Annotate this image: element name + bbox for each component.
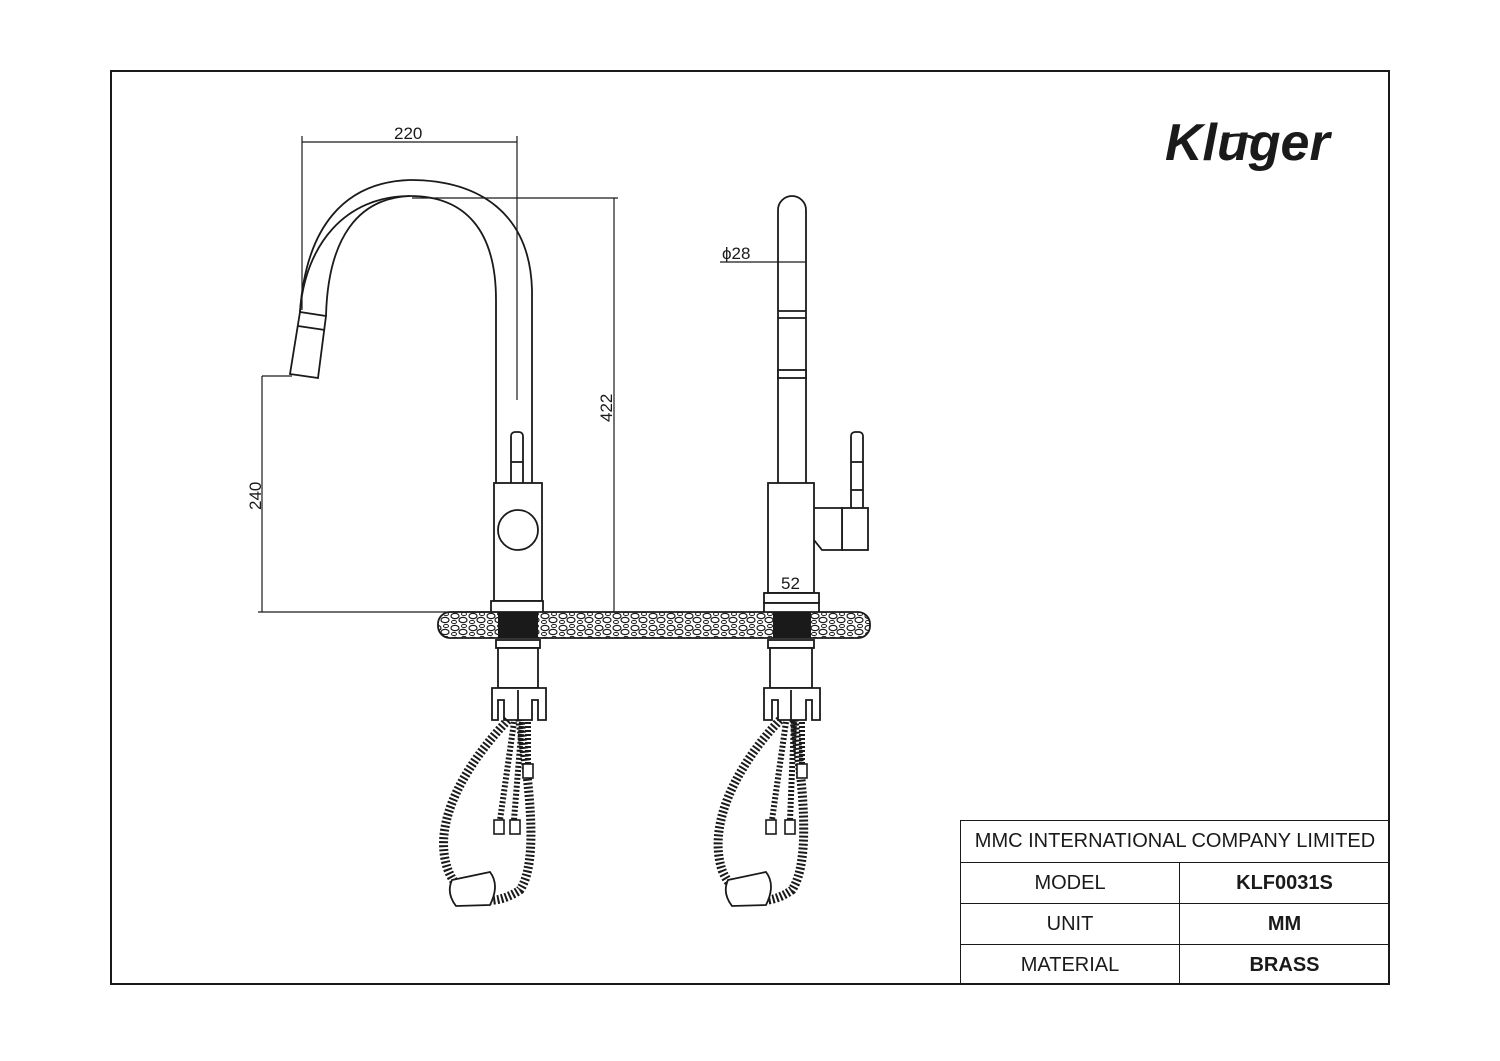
brand-logo: Kluger — [1165, 114, 1332, 172]
material-label: MATERIAL — [961, 945, 1180, 985]
dimension-diameter-28: ϕ28 — [722, 244, 750, 263]
dimension-height-240: 240 — [246, 482, 265, 510]
underside-fittings-left — [491, 639, 547, 721]
title-block-row-unit: UNIT MM — [961, 904, 1389, 945]
hoses-left — [439, 716, 536, 907]
hoses-right — [713, 716, 809, 907]
faucet-side-view — [288, 179, 544, 614]
countertop — [437, 611, 871, 639]
title-block-company-row: MMC INTERNATIONAL COMPANY LIMITED — [961, 821, 1389, 863]
unit-value: MM — [1267, 912, 1302, 935]
unit-label: UNIT — [961, 904, 1180, 944]
model-label: MODEL — [961, 863, 1180, 903]
dimension-base-52: 52 — [781, 574, 800, 593]
logo-swoosh — [1221, 133, 1255, 140]
underside-fittings-right — [763, 639, 821, 721]
faucet-front-view — [763, 195, 869, 614]
material-value: BRASS — [1249, 953, 1320, 976]
dimension-height-422: 422 — [597, 394, 616, 422]
mount-shank-right — [773, 612, 811, 638]
title-block-row-material: MATERIAL BRASS — [961, 945, 1389, 985]
mount-shank-left — [498, 612, 538, 638]
model-value: KLF0031S — [1236, 871, 1333, 894]
company-name: MMC INTERNATIONAL COMPANY LIMITED — [974, 830, 1376, 852]
sheet-border — [110, 70, 1390, 985]
title-block: MMC INTERNATIONAL COMPANY LIMITED MODEL … — [960, 820, 1389, 985]
title-block-row-model: MODEL KLF0031S — [961, 863, 1389, 904]
dimension-width-220: 220 — [394, 124, 422, 143]
dimension-lines — [258, 136, 819, 613]
